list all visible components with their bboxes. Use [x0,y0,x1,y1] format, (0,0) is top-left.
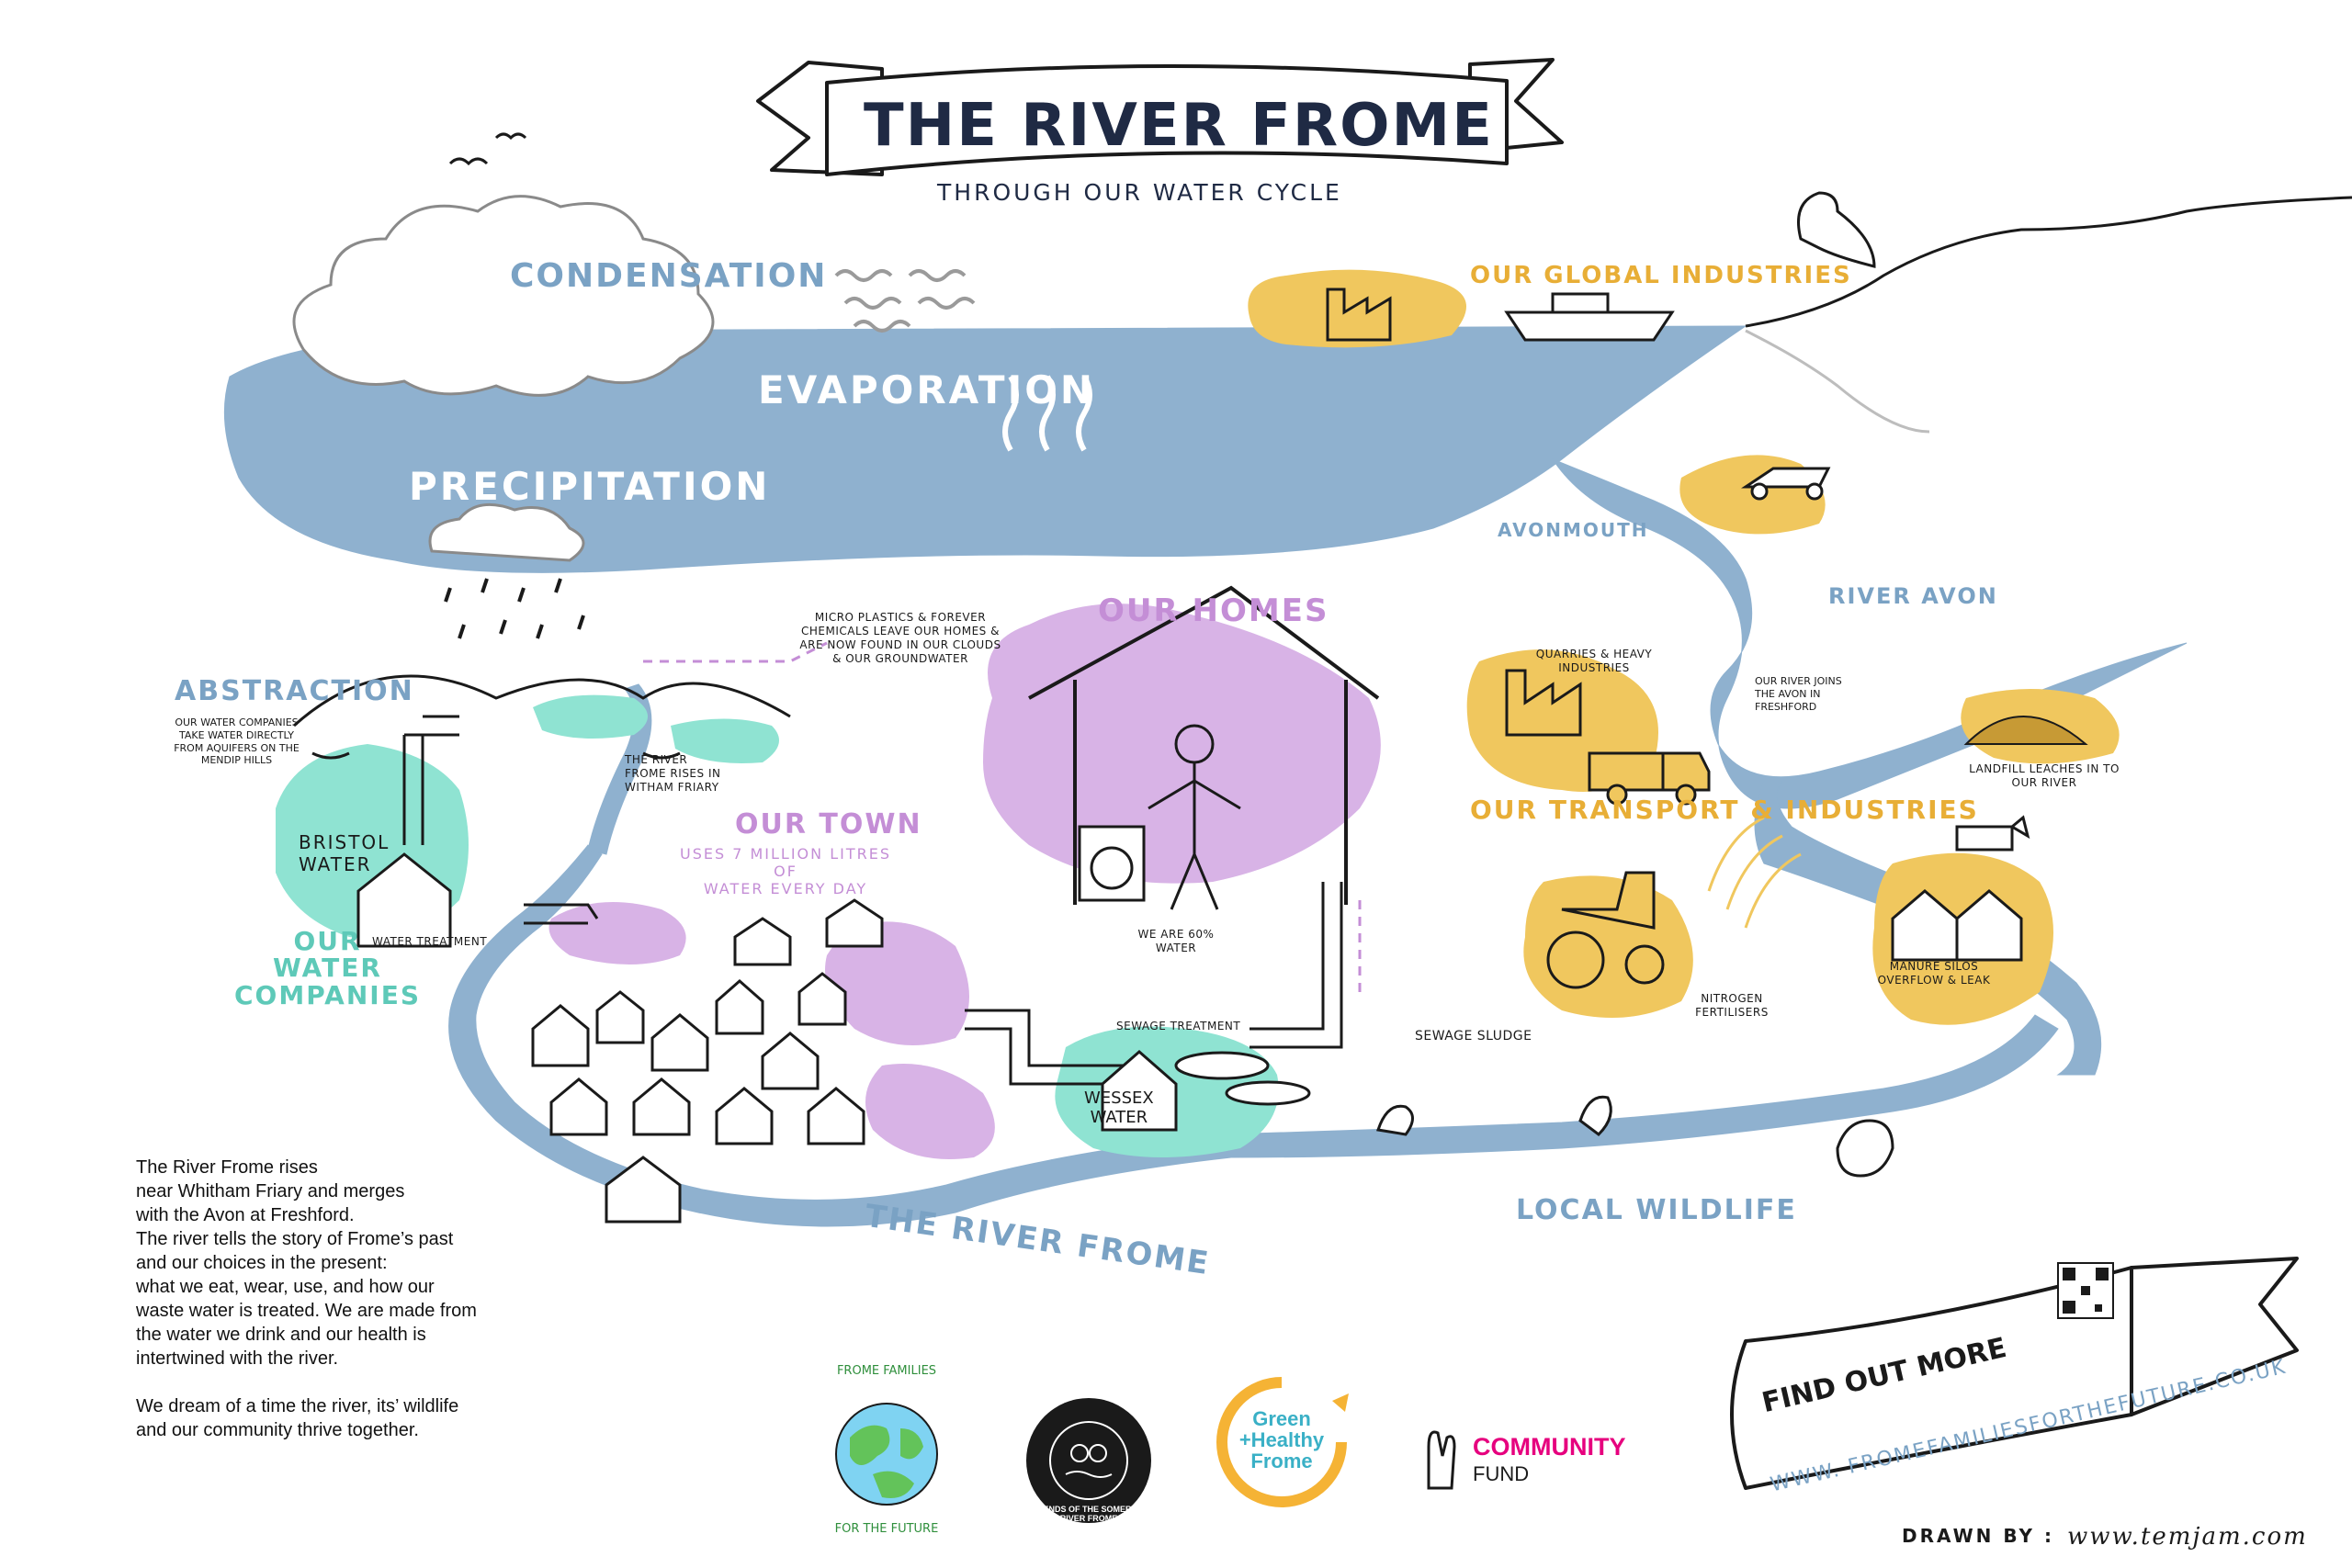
story-line: near Whitham Friary and merges [136,1181,405,1201]
green-healthy-frome-logo[interactable]: Green +Healthy Frome [1213,1373,1351,1511]
our-town-heading: OUR TOWN [735,808,922,840]
river-avon-label: RIVER AVON [1828,583,1998,609]
local-wildlife-label: LOCAL WILDLIFE [1516,1194,1797,1226]
crossed-fingers-icon [1427,1430,1456,1490]
frome-families-logo[interactable]: FROME FAMILIES FOR THE FUTURE [808,1364,965,1543]
transport-industries-label: OUR TRANSPORT & INDUSTRIES [1470,795,1979,825]
story-line: waste water is treated. We are made from [136,1301,477,1321]
friends-of-river-frome-logo[interactable]: FRIENDS OF THE SOMERSET RIVER FROME [1024,1396,1153,1525]
river-frome-badge-icon [1026,1398,1151,1523]
pipes [402,715,1343,1086]
friends-ring-text: FRIENDS OF THE SOMERSET RIVER FROME [1029,1505,1148,1523]
abstraction-note: OUR WATER COMPANIES TAKE WATER DIRECTLY … [174,716,300,767]
crops-icon [1707,816,1802,929]
landfill-icon [1963,716,2088,745]
condensation-label: CONDENSATION [510,257,828,295]
wildlife-icon [1376,1095,1894,1178]
cloud-icon [292,195,715,562]
rain-icon [444,578,585,639]
story-spacer [136,1371,614,1394]
story-line: intertwined with the river. [136,1348,339,1369]
community-fund-logo[interactable]: COMMUNITY FUND [1410,1415,1658,1506]
page-subtitle: THROUGH OUR WATER CYCLE [937,179,1342,206]
avon-join-note: OUR RIVER JOINS THE AVON IN FRESHFORD [1755,675,1842,713]
nitrogen-note: NITROGEN FERTILISERS [1695,992,1769,1019]
condensation-arrows [834,269,976,333]
page-title: THE RIVER FROME [864,92,1494,160]
our-homes-heading: OUR HOMES [1098,592,1329,629]
manure-note: MANURE SILOS OVERFLOW & LEAK [1877,960,1991,987]
washing-machine-icon [1078,825,1146,902]
sewage-treatment-label: SEWAGE TREATMENT [1116,1020,1241,1032]
story-line: and our community thrive together. [136,1420,419,1440]
water-treatment-label: WATER TREATMENT [372,935,488,948]
town-houses [531,898,884,1224]
homes-highlights [548,604,1381,1159]
bristol-water-label: BRISTOL WATER [299,831,390,875]
farm-building-icon [1891,889,2023,962]
microplastics-note: MICRO PLASTICS & FOREVER CHEMICALS LEAVE… [799,611,1001,665]
arrow-circle-icon [1216,1377,1349,1507]
artist-link[interactable]: www.temjam.com [2067,1523,2308,1551]
story-line: the water we drink and our health is [136,1325,426,1345]
abstraction-heading: ABSTRACTION [175,675,414,707]
water-companies-heading: OUR WATER COMPANIES [234,926,421,1010]
home-house-icon [1028,585,1380,905]
factory-icon [1326,288,1392,342]
qr-code-icon [2057,1262,2114,1319]
story-line: We dream of a time the river, its’ wildl… [136,1396,459,1416]
story-line: what we eat, wear, use, and how our [136,1277,435,1297]
find-out-more-banner [1730,1257,2299,1490]
green-healthy-text: Green +Healthy Frome [1238,1407,1325,1473]
landfill-note: LANDFILL LEACHES IN TO OUR RIVER [1969,762,2120,789]
dashed-links [643,641,1362,992]
person-icon [1148,724,1241,910]
cow-icon [1955,815,2030,852]
our-town-sub: USES 7 MILLION LITRES OF WATER EVERY DAY [680,845,891,897]
evaporation-label: EVAPORATION [758,367,1096,412]
fund-text: FUND [1473,1462,1530,1485]
quarries-note: QUARRIES & HEAVY INDUSTRIES [1535,648,1653,674]
seagull-icon [1797,191,1876,268]
water-treatment-house-icon [356,852,452,948]
truck-icon [1588,751,1711,806]
drawn-by-label: DRAWN BY : [1902,1525,2054,1547]
ffftf-bottom-text: FOR THE FUTURE [834,1522,939,1536]
ship-icon [1504,292,1675,342]
tractor-icon [1546,871,1665,989]
ffftf-top-text: FROME FAMILIES [836,1364,937,1378]
community-text: COMMUNITY [1473,1433,1626,1461]
avonmouth-label: AVONMOUTH [1498,519,1649,541]
birds-icon [448,132,527,166]
global-industries-label: OUR GLOBAL INDUSTRIES [1470,262,1852,289]
wessex-water-label: WESSEX WATER [1084,1089,1154,1127]
story-text: The River Frome rises near Whitham Friar… [136,1156,614,1442]
precipitation-label: PRECIPITATION [409,464,771,509]
river-rises-note: THE RIVER FROME RISES IN WITHAM FRIARY [625,753,721,794]
story-line: and our choices in the present: [136,1253,388,1273]
hills-icon [292,674,791,760]
title-banner [756,58,1564,176]
coastline [1745,196,2352,328]
story-line: with the Avon at Freshford. [136,1205,355,1225]
sixty-percent-note: WE ARE 60% WATER [1137,928,1215,954]
quarry-factory-icon [1505,669,1582,737]
sewage-sludge-label: SEWAGE SLUDGE [1415,1029,1532,1043]
story-line: The river tells the story of Frome’s pas… [136,1229,454,1249]
evaporation-arrows [1002,375,1092,452]
sewage-works-icon [1101,1050,1311,1132]
story-line: The River Frome rises [136,1157,318,1178]
globe-icon [835,1403,938,1506]
car-icon [1741,467,1831,501]
